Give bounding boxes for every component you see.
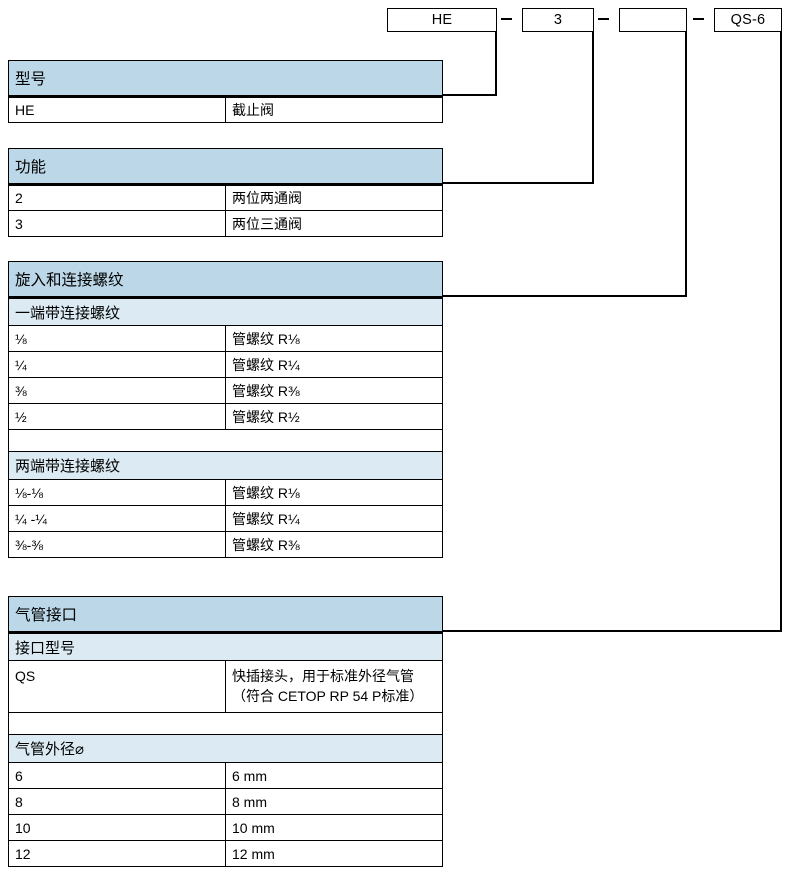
spacer-cell [8, 712, 443, 735]
table-row: ¼ 管螺纹 R¼ [8, 351, 443, 378]
table-header-row: 型号 [8, 60, 443, 98]
table-row: 10 10 mm [8, 814, 443, 841]
connector-line-thread-horizontal [443, 295, 687, 297]
table-row: ½ 管螺纹 R½ [8, 403, 443, 430]
cell-description: 8 mm [225, 788, 443, 815]
table-row: 6 6 mm [8, 762, 443, 789]
order-code-value-type: HE [431, 11, 453, 28]
table-header-function: 功能 [8, 148, 443, 186]
table-row: ⅛-⅛ 管螺纹 R⅛ [8, 479, 443, 506]
cell-code: ¼ [8, 351, 226, 378]
cell-code: 2 [8, 184, 226, 211]
cell-code: ¼ -¼ [8, 505, 226, 532]
cell-description: 管螺纹 R⅜ [225, 377, 443, 404]
table-threads: 旋入和连接螺纹 一端带连接螺纹 ⅛ 管螺纹 R⅛ ¼ 管螺纹 R¼ ⅜ 管螺纹 … [8, 261, 443, 558]
cell-description: 管螺纹 R⅜ [225, 531, 443, 558]
cell-code: 6 [8, 762, 226, 789]
table-row: 12 12 mm [8, 840, 443, 867]
cell-description: 12 mm [225, 840, 443, 867]
cell-code: ⅛ [8, 325, 226, 352]
table-subheader-connection-type: 接口型号 [8, 632, 443, 661]
table-row: 3 两位三通阀 [8, 210, 443, 237]
table-type: 型号 HE 截止阀 [8, 60, 443, 123]
cell-description: 管螺纹 R⅛ [225, 479, 443, 506]
cell-description: 两位三通阀 [225, 210, 443, 237]
cell-description: 两位两通阀 [225, 184, 443, 211]
connector-line-function-horizontal [443, 182, 594, 184]
table-row: QS 快插接头，用于标准外径气管（符合 CETOP RP 54 P标准） [8, 660, 443, 713]
cell-description: 截止阀 [225, 96, 443, 123]
connector-line-thread-vertical [685, 32, 687, 297]
connector-line-tubing-horizontal [443, 630, 782, 632]
cell-code: 3 [8, 210, 226, 237]
cell-code: ½ [8, 403, 226, 430]
spacer-cell [8, 429, 443, 452]
order-code-box-type[interactable]: HE [387, 8, 497, 32]
table-header-tubing-connection: 气管接口 [8, 596, 443, 634]
order-code-separator-3 [693, 18, 704, 20]
table-header-row: 旋入和连接螺纹 [8, 261, 443, 299]
table-subheader-row-tube-od: 气管外径⌀ [8, 734, 443, 763]
order-code-box-tubing[interactable]: QS-6 [714, 8, 782, 32]
cell-code: QS [8, 660, 226, 713]
order-code-box-thread[interactable] [619, 8, 687, 32]
cell-description: 管螺纹 R¼ [225, 505, 443, 532]
table-row: ¼ -¼ 管螺纹 R¼ [8, 505, 443, 532]
cell-code: ⅜ [8, 377, 226, 404]
table-row: ⅛ 管螺纹 R⅛ [8, 325, 443, 352]
order-code-separator-1 [501, 18, 512, 20]
table-row: ⅜ 管螺纹 R⅜ [8, 377, 443, 404]
order-code-separator-2 [598, 18, 609, 20]
table-subheader-row-both-ends: 两端带连接螺纹 [8, 451, 443, 480]
table-header-type: 型号 [8, 60, 443, 98]
table-row: 2 两位两通阀 [8, 184, 443, 211]
connector-line-tubing-vertical [780, 32, 782, 632]
connector-line-function-vertical [592, 32, 594, 184]
table-subheader-both-ends: 两端带连接螺纹 [8, 451, 443, 480]
table-spacer-row [8, 712, 443, 735]
cell-code: 12 [8, 840, 226, 867]
order-code-value-function: 3 [553, 11, 563, 28]
cell-description: 6 mm [225, 762, 443, 789]
table-header-row: 功能 [8, 148, 443, 186]
cell-code: 10 [8, 814, 226, 841]
cell-description: 管螺纹 R½ [225, 403, 443, 430]
cell-description: 10 mm [225, 814, 443, 841]
table-header-threads: 旋入和连接螺纹 [8, 261, 443, 299]
order-code-box-function[interactable]: 3 [522, 8, 594, 32]
table-subheader-one-end: 一端带连接螺纹 [8, 297, 443, 326]
cell-code: HE [8, 96, 226, 123]
cell-description: 快插接头，用于标准外径气管（符合 CETOP RP 54 P标准） [225, 660, 443, 713]
table-row: 8 8 mm [8, 788, 443, 815]
cell-code: ⅛-⅛ [8, 479, 226, 506]
order-code-strip: HE 3 QS-6 [0, 0, 790, 40]
table-subheader-tube-od: 气管外径⌀ [8, 734, 443, 763]
table-row: HE 截止阀 [8, 96, 443, 123]
cell-code: 8 [8, 788, 226, 815]
cell-code: ⅜-⅜ [8, 531, 226, 558]
table-subheader-row-one-end: 一端带连接螺纹 [8, 297, 443, 326]
connector-line-type-vertical [495, 32, 497, 96]
table-spacer-row [8, 429, 443, 452]
cell-description: 管螺纹 R⅛ [225, 325, 443, 352]
connector-line-type-horizontal [443, 94, 497, 96]
table-row: ⅜-⅜ 管螺纹 R⅜ [8, 531, 443, 558]
cell-description: 管螺纹 R¼ [225, 351, 443, 378]
table-header-row: 气管接口 [8, 596, 443, 634]
table-function: 功能 2 两位两通阀 3 两位三通阀 [8, 148, 443, 237]
table-subheader-row-connection-type: 接口型号 [8, 632, 443, 661]
table-tubing-connection: 气管接口 接口型号 QS 快插接头，用于标准外径气管（符合 CETOP RP 5… [8, 596, 443, 867]
order-code-value-tubing: QS-6 [730, 11, 766, 28]
